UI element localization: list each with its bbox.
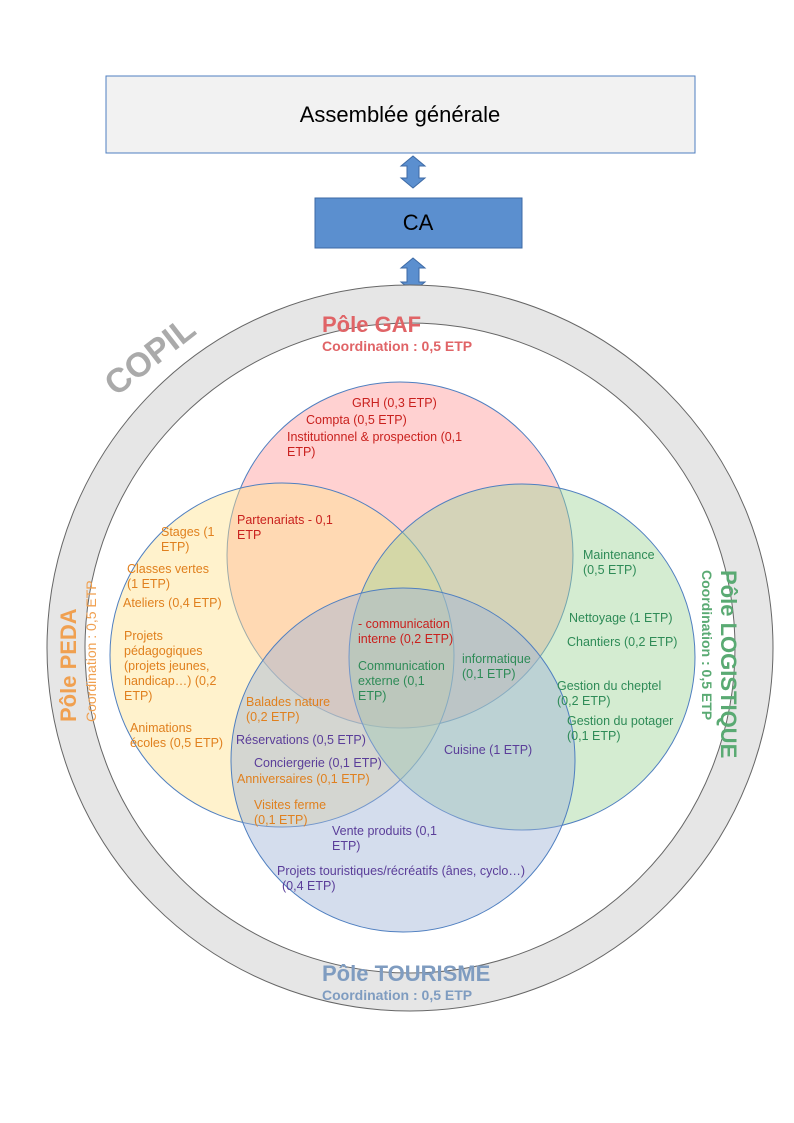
item-reservations: Réservations (0,5 ETP): [236, 733, 366, 747]
item-visites-ferme: Visites ferme (0,1 ETP): [254, 798, 330, 827]
item-gestion-potager: Gestion du potager (0,1 ETP): [567, 714, 677, 743]
item-gestion-cheptel: Gestion du cheptel (0,2 ETP): [557, 679, 665, 708]
item-classes-vertes: Classes vertes (1 ETP): [127, 562, 212, 591]
item-projets-touristiques: Projets touristiques/récréatifs (ânes, c…: [277, 864, 529, 893]
item-informatique: informatique (0,1 ETP): [462, 652, 534, 681]
item-anniversaires: Anniversaires (0,1 ETP): [237, 772, 370, 786]
assembly-box: [105, 75, 696, 154]
board-box: [314, 197, 523, 249]
item-vente-produits: Vente produits (0,1 ETP): [332, 824, 440, 853]
pole-peda-coordination: Coordination : 0,5 ETP: [83, 580, 99, 722]
item-compta: Compta (0,5 ETP): [306, 413, 407, 427]
circle-gaf: [226, 381, 574, 729]
pole-tourisme-coordination: Coordination : 0,5 ETP: [322, 987, 472, 1003]
circle-peda: [109, 482, 455, 828]
items-logistique: Maintenance (0,5 ETP) Nettoyage (1 ETP) …: [358, 548, 677, 743]
item-balades-nature: Balades nature (0,2 ETP): [246, 695, 334, 724]
item-cuisine: Cuisine (1 ETP): [444, 743, 532, 757]
item-maintenance: Maintenance (0,5 ETP): [583, 548, 658, 577]
item-conciergerie: Conciergerie (0,1 ETP): [254, 756, 382, 770]
circle-logistique: [348, 483, 696, 831]
pole-logistique-title: Pôle LOGISTIQUE: [716, 570, 741, 758]
item-animations-ecoles: Animations écoles (0,5 ETP): [130, 721, 223, 750]
pole-logistique-coordination: Coordination : 0,5 ETP: [699, 570, 715, 720]
item-institutionnel: Institutionnel & prospection (0,1 ETP): [287, 430, 466, 459]
pole-gaf-coordination: Coordination : 0,5 ETP: [322, 338, 472, 354]
venn-circles: [109, 381, 696, 933]
item-communication-externe: Communication externe (0,1 ETP): [358, 659, 448, 703]
double-arrow-icon: [399, 155, 427, 189]
pole-tourisme-title: Pôle TOURISME: [322, 961, 490, 986]
item-chantiers: Chantiers (0,2 ETP): [567, 635, 677, 649]
copil-inner: [84, 322, 736, 974]
item-stages: Stages (1 ETP): [161, 525, 218, 554]
assembly-label: Assemblée générale: [300, 102, 501, 127]
item-projets-pedagogiques: Projets pédagogiques (projets jeunes, ha…: [124, 629, 220, 703]
items-gaf: GRH (0,3 ETP) Compta (0,5 ETP) Instituti…: [237, 396, 466, 646]
item-ateliers: Ateliers (0,4 ETP): [123, 596, 222, 610]
item-grh: GRH (0,3 ETP): [352, 396, 437, 410]
items-tourisme: Réservations (0,5 ETP) Conciergerie (0,1…: [236, 733, 532, 893]
pole-gaf-title: Pôle GAF: [322, 312, 421, 337]
item-communication-interne: - communication interne (0,2 ETP): [358, 617, 453, 646]
item-nettoyage: Nettoyage (1 ETP): [569, 611, 673, 625]
items-peda: Stages (1 ETP) Classes vertes (1 ETP) At…: [123, 525, 370, 827]
circle-tourisme: [230, 587, 576, 933]
pole-peda-title: Pôle PEDA: [56, 608, 81, 722]
board-label: CA: [403, 210, 434, 235]
item-partenariats: Partenariats - 0,1 ETP: [237, 513, 336, 542]
